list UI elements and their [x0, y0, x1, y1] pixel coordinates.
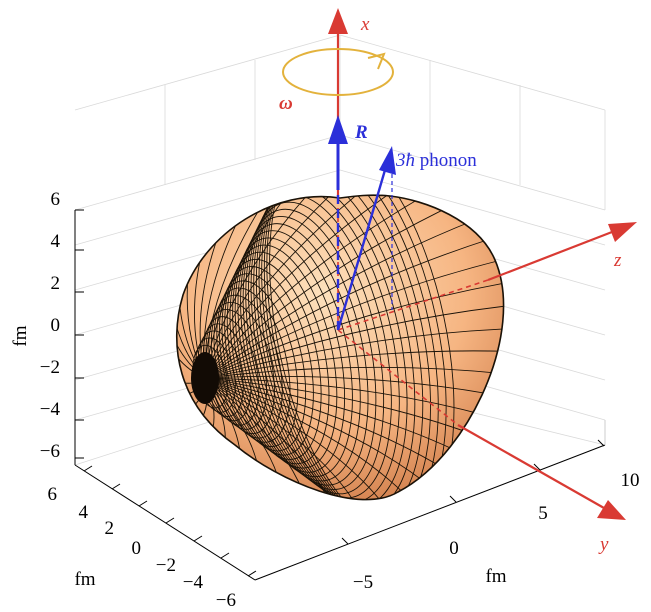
y-axis-arrow [457, 424, 626, 520]
right-depth-axis-title: fm [485, 566, 506, 587]
left-depth-tick: −6 [216, 590, 236, 611]
mesh-meridian [204, 303, 504, 379]
right-depth-tick: −5 [353, 572, 373, 593]
mesh-parallel [224, 258, 322, 460]
left-depth-tick: −2 [156, 555, 176, 576]
vertical-tick: 6 [51, 189, 61, 210]
surface-pole [191, 352, 219, 404]
y-axis-label: y [598, 534, 609, 555]
vertical-tick: −4 [40, 399, 61, 420]
mesh-parallel [229, 244, 338, 469]
phonon-quanta: 3ħ [395, 150, 415, 171]
vertical-tick: 4 [51, 231, 61, 252]
mesh-parallel [242, 208, 377, 491]
left-depth-tick: 2 [105, 518, 115, 539]
mesh-parallel [255, 195, 416, 500]
mesh-meridian [204, 377, 362, 500]
mesh-parallel [266, 195, 447, 500]
mesh-meridian [204, 195, 437, 379]
z-axis-arrow [487, 222, 637, 282]
mesh-parallel [216, 280, 299, 447]
mesh-parallel [261, 195, 431, 500]
mesh-meridian [204, 195, 362, 379]
mesh-meridian [204, 377, 437, 492]
mesh-parallel [240, 215, 369, 486]
right-depth-axis-line [254, 444, 606, 581]
right-depth-tick: 10 [621, 470, 640, 491]
vertical-ticks: 6 4 2 0 −2 −4 −6 fm [10, 189, 84, 462]
mesh-meridian [204, 327, 504, 379]
x-axis-label: x [360, 14, 370, 35]
z-axis-label: z [613, 250, 622, 271]
vertical-tick: −6 [40, 441, 60, 462]
left-depth-axis-line [74, 464, 256, 581]
left-depth-tick: 4 [79, 502, 89, 523]
phonon-label: 3ħ phonon [395, 150, 477, 171]
r-vector [328, 115, 348, 330]
left-depth-ticks: 6 4 2 0 −2 −4 −6 fm [48, 465, 257, 611]
r-vector-label: R [354, 122, 368, 143]
mesh-parallel [263, 195, 439, 500]
mesh-meridian [204, 218, 478, 379]
mesh-meridian [204, 280, 504, 379]
omega-label: ω [279, 93, 293, 114]
vertical-tick: 0 [51, 315, 61, 336]
mesh-meridian [204, 377, 478, 462]
nuclear-surface [175, 194, 505, 501]
vertical-tick: −2 [40, 357, 60, 378]
left-depth-tick: −4 [183, 572, 204, 593]
right-depth-tick: 5 [538, 503, 548, 524]
mesh-meridian [204, 195, 336, 379]
right-depth-ticks: −5 0 5 10 fm [341, 439, 640, 593]
mesh-meridian [204, 375, 504, 400]
vertical-axis-title: fm [10, 325, 31, 346]
mesh-parallel [253, 195, 408, 500]
mesh-meridian [204, 366, 504, 379]
phonon-vector [336, 146, 396, 331]
phonon-word: phonon [420, 150, 478, 171]
mesh-parallel [250, 195, 400, 500]
mesh-parallel [258, 195, 424, 500]
left-depth-tick: 6 [48, 484, 58, 505]
mesh-parallel [234, 230, 353, 478]
left-depth-axis-title: fm [74, 569, 95, 590]
vertical-tick: 2 [51, 273, 61, 294]
left-depth-tick: 0 [132, 538, 142, 559]
right-depth-tick: 0 [449, 538, 459, 559]
mesh-meridian [204, 202, 458, 379]
mesh-meridian [204, 257, 504, 379]
rotation-indicator [282, 48, 394, 96]
mesh-parallel [269, 195, 455, 500]
